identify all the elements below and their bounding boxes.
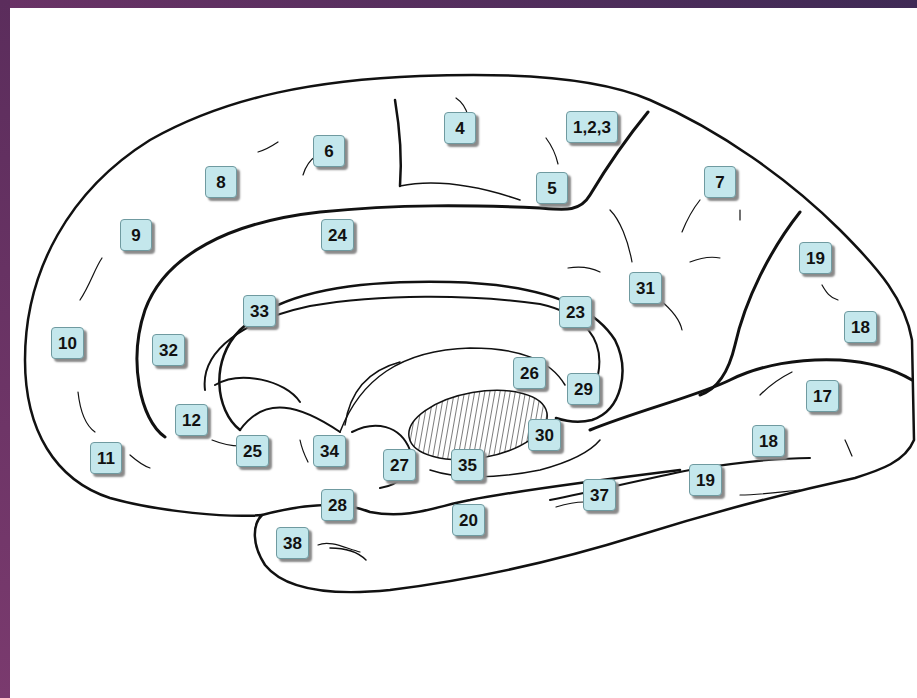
area-number-box: 10 (51, 327, 84, 359)
area-number: 37 (590, 487, 609, 504)
area-number: 26 (520, 365, 539, 382)
area-number: 29 (574, 381, 593, 398)
area-number: 25 (243, 443, 262, 460)
area-number: 35 (458, 457, 477, 474)
area-number-box: 35 (451, 449, 484, 481)
area-number-box: 27 (383, 449, 416, 481)
area-number-box: 30 (528, 419, 561, 451)
area-number: 27 (390, 457, 409, 474)
area-number-box: 19 (799, 242, 832, 274)
area-number: 33 (250, 303, 269, 320)
area-number-box: 6 (313, 135, 345, 167)
area-number-box: 24 (321, 219, 354, 251)
area-number: 19 (696, 472, 715, 489)
area-number-box: 19 (689, 464, 722, 496)
area-number: 30 (535, 427, 554, 444)
area-number-box: 25 (236, 435, 269, 467)
area-number: 32 (159, 342, 178, 359)
area-number: 11 (97, 450, 115, 467)
area-number-box: 32 (152, 334, 185, 366)
area-number: 18 (851, 319, 870, 336)
area-number: 5 (547, 180, 556, 197)
area-number-box: 29 (567, 373, 600, 405)
area-number: 24 (328, 227, 347, 244)
area-number-box: 4 (444, 112, 476, 144)
area-number: 7 (715, 174, 724, 191)
area-number: 17 (813, 388, 832, 405)
area-number-box: 1,2,3 (566, 111, 618, 143)
area-number-box: 18 (752, 425, 785, 457)
area-number: 28 (328, 497, 347, 514)
area-number-box: 34 (313, 435, 346, 467)
area-number-box: 12 (175, 404, 208, 436)
area-number-box: 20 (452, 504, 485, 536)
area-number-box: 23 (559, 296, 592, 328)
area-number: 8 (216, 174, 225, 191)
area-number-box: 5 (536, 172, 568, 204)
area-number-box: 9 (120, 219, 152, 251)
area-number: 38 (283, 535, 302, 552)
area-number-box: 11 (90, 442, 122, 474)
area-number: 23 (566, 304, 585, 321)
area-number-box: 18 (844, 311, 877, 343)
area-number: 4 (455, 120, 464, 137)
area-number-box: 26 (513, 357, 546, 389)
area-number-box: 33 (243, 295, 276, 327)
area-number: 19 (806, 250, 825, 267)
area-number-box: 31 (629, 272, 662, 304)
area-number: 34 (320, 443, 339, 460)
area-number-box: 28 (321, 489, 354, 521)
area-number: 1,2,3 (573, 119, 611, 136)
area-number: 10 (58, 335, 77, 352)
area-number: 31 (636, 280, 655, 297)
area-number: 9 (131, 227, 140, 244)
area-number: 20 (459, 512, 478, 529)
area-number-box: 17 (806, 380, 839, 412)
area-number: 12 (182, 412, 201, 429)
area-number-box: 8 (205, 166, 237, 198)
area-number-box: 7 (704, 166, 736, 198)
area-number: 18 (759, 433, 778, 450)
area-number: 6 (324, 143, 333, 160)
area-number-box: 37 (583, 479, 616, 511)
area-number-box: 38 (276, 527, 309, 559)
